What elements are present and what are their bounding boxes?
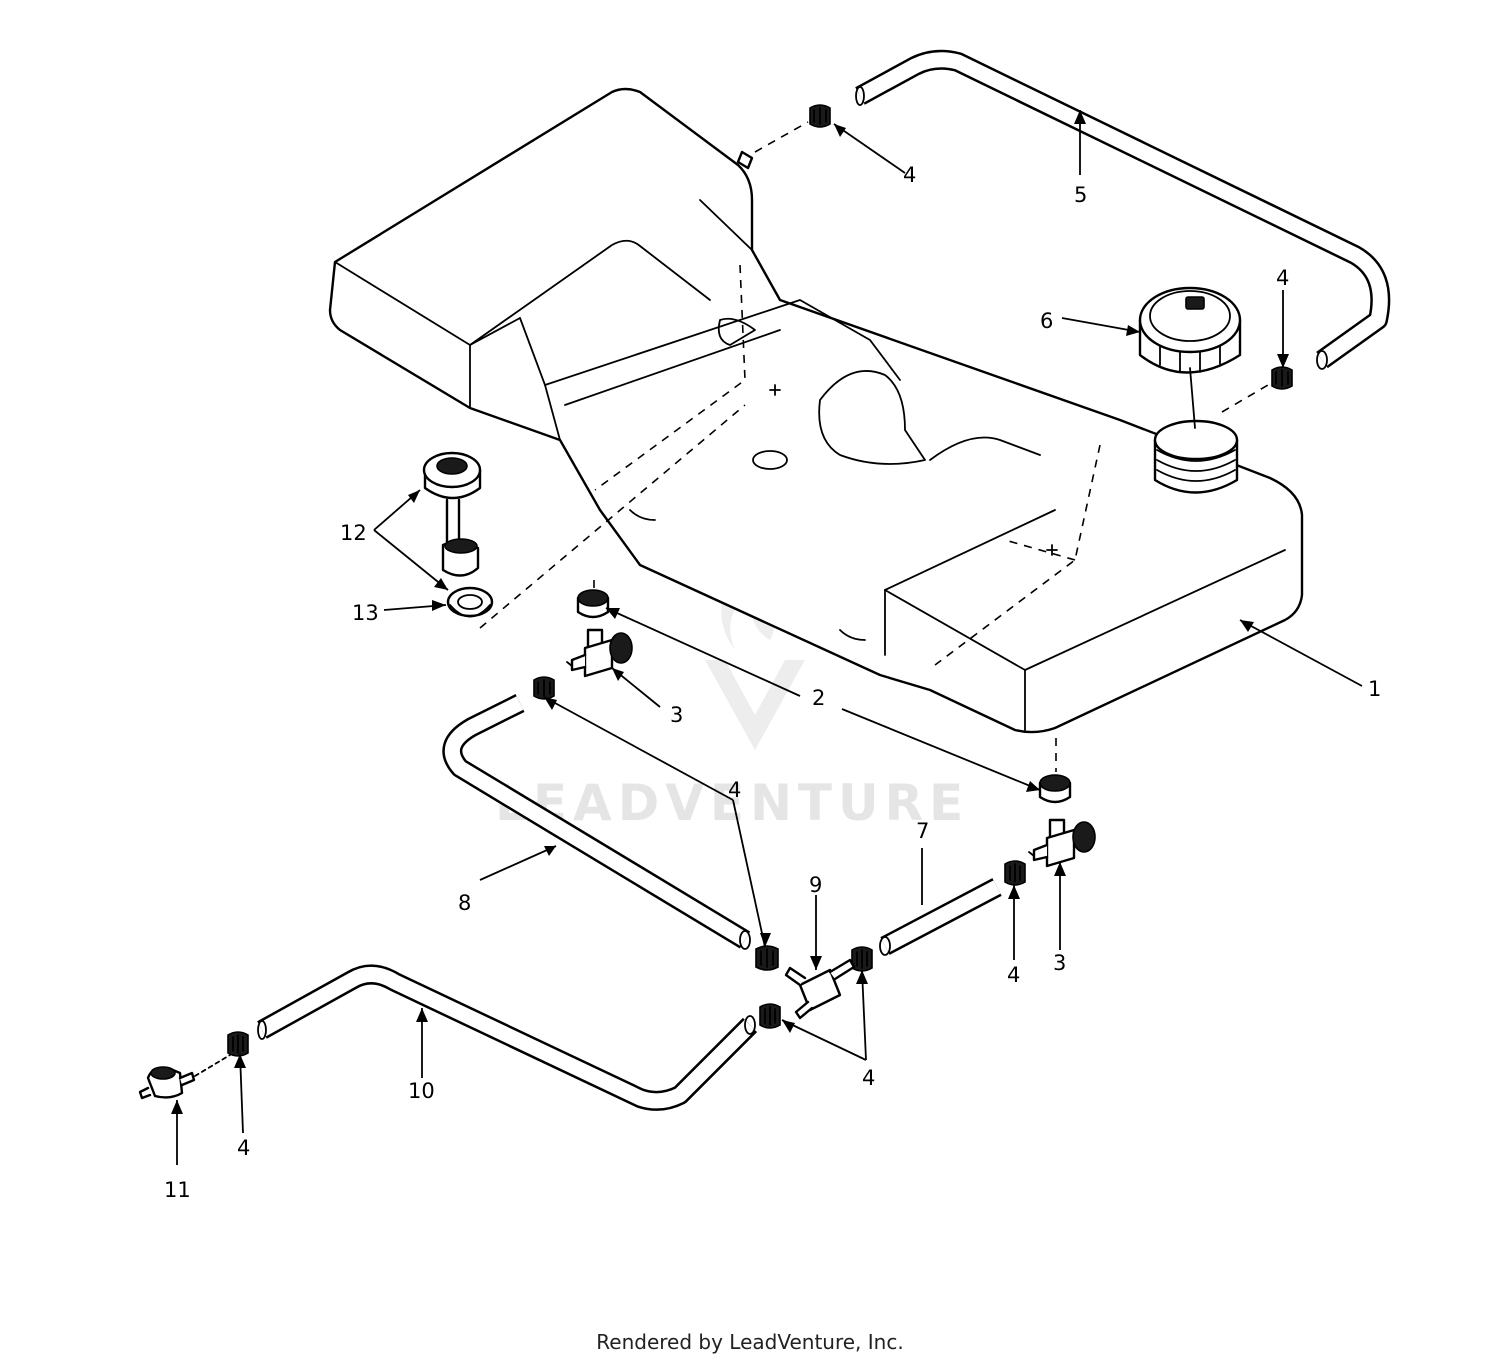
callout-6: 6 (1040, 309, 1053, 333)
watermark: LEADVENTURE (495, 560, 969, 832)
fuel-tank (328, 87, 1304, 734)
callout-4: 4 (1007, 963, 1020, 987)
fuel-gauge (422, 451, 482, 577)
bushing (1038, 774, 1072, 804)
callout-13: 13 (352, 601, 379, 625)
callout-labels: 1 2 3 3 4 4 4 4 4 4 4 5 6 7 8 9 10 11 12… (164, 163, 1381, 1202)
callout-11: 11 (164, 1178, 191, 1202)
filler-neck (1153, 419, 1239, 494)
callout-8: 8 (458, 891, 471, 915)
callout-4: 4 (862, 1066, 875, 1090)
callout-4: 4 (237, 1136, 250, 1160)
shutoff-valve (1028, 818, 1096, 868)
hose-clamp (1271, 366, 1293, 390)
callout-7: 7 (916, 819, 929, 843)
grommet (446, 586, 494, 618)
hose-clamp (533, 676, 555, 700)
leader-lines (176, 110, 1363, 1165)
watermark-text: LEADVENTURE (495, 774, 969, 832)
arrowheads (171, 110, 1289, 1114)
callout-4: 4 (728, 778, 741, 802)
bushing (576, 589, 610, 619)
callout-2: 2 (812, 686, 825, 710)
footer-credit: Rendered by LeadVenture, Inc. (596, 1330, 904, 1354)
hose-clamp (755, 945, 779, 971)
callout-3: 3 (670, 703, 683, 727)
hose-5 (855, 49, 1391, 370)
callout-5: 5 (1074, 183, 1087, 207)
hose-clamp (851, 946, 873, 972)
fuel-filter (138, 1054, 231, 1100)
tee-fitting (784, 958, 856, 1020)
callout-12: 12 (340, 521, 367, 545)
hose-7 (879, 878, 1002, 956)
callout-4: 4 (1276, 266, 1289, 290)
shutoff-valve (566, 628, 633, 678)
hose-clamp (759, 1003, 781, 1029)
callout-4: 4 (903, 163, 916, 187)
fuel-cap (1138, 286, 1242, 429)
hose-8 (442, 694, 751, 950)
callout-9: 9 (809, 873, 822, 897)
hose-clamp (227, 1031, 249, 1057)
hose-10 (257, 964, 758, 1111)
callout-1: 1 (1368, 677, 1381, 701)
callout-10: 10 (408, 1079, 435, 1103)
hose-clamp (1004, 860, 1026, 886)
hose-clamp (809, 104, 831, 128)
callout-3: 3 (1053, 951, 1066, 975)
